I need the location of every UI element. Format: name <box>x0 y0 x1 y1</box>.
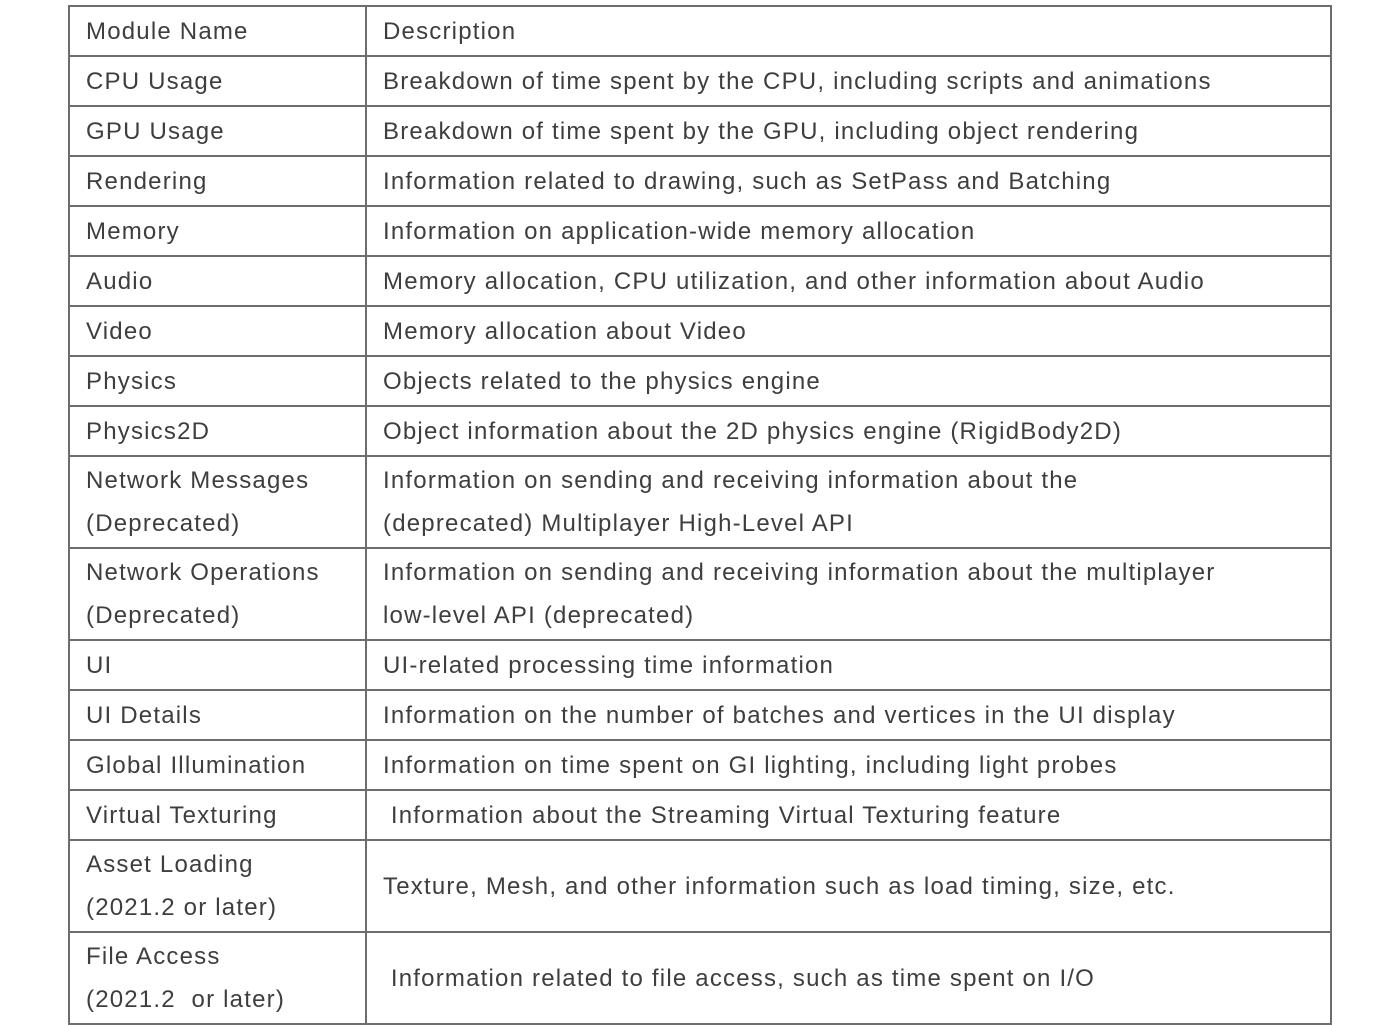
table-header: Module Name Description <box>68 5 1332 57</box>
module-name-cell: Network Operations (Deprecated) <box>68 547 367 641</box>
module-name-cell: Asset Loading (2021.2 or later) <box>68 839 367 933</box>
module-name-cell: CPU Usage <box>68 55 367 107</box>
table-header-row: Module Name Description <box>68 5 1332 57</box>
module-name-cell: Network Messages (Deprecated) <box>68 455 367 549</box>
table-row: Physics Objects related to the physics e… <box>68 355 1332 407</box>
module-name-cell: Memory <box>68 205 367 257</box>
module-name-cell: Physics <box>68 355 367 407</box>
table-row: UI UI-related processing time informatio… <box>68 639 1332 691</box>
table-body: CPU Usage Breakdown of time spent by the… <box>68 55 1332 1025</box>
description-cell: Information on the number of batches and… <box>365 689 1332 741</box>
description-cell: Objects related to the physics engine <box>365 355 1332 407</box>
module-name-column-header: Module Name <box>68 5 367 57</box>
description-cell: Information on sending and receiving inf… <box>365 547 1332 641</box>
module-name-cell: File Access (2021.2 or later) <box>68 931 367 1025</box>
table-row: Video Memory allocation about Video <box>68 305 1332 357</box>
description-cell: Information related to file access, such… <box>365 931 1332 1025</box>
module-name-cell: GPU Usage <box>68 105 367 157</box>
table-row: Asset Loading (2021.2 or later) Texture,… <box>68 839 1332 933</box>
module-name-cell: Virtual Texturing <box>68 789 367 841</box>
module-name-cell: UI Details <box>68 689 367 741</box>
table-row: CPU Usage Breakdown of time spent by the… <box>68 55 1332 107</box>
profiler-modules-table: Module Name Description CPU Usage Breakd… <box>68 5 1332 1025</box>
module-name-cell: Video <box>68 305 367 357</box>
table-row: Global Illumination Information on time … <box>68 739 1332 791</box>
description-cell: Object information about the 2D physics … <box>365 405 1332 457</box>
module-name-cell: Global Illumination <box>68 739 367 791</box>
table-row: Physics2D Object information about the 2… <box>68 405 1332 457</box>
description-cell: Information on time spent on GI lighting… <box>365 739 1332 791</box>
description-cell: Breakdown of time spent by the CPU, incl… <box>365 55 1332 107</box>
module-name-cell: Rendering <box>68 155 367 207</box>
table-row: Network Operations (Deprecated) Informat… <box>68 547 1332 641</box>
description-cell: Information related to drawing, such as … <box>365 155 1332 207</box>
description-cell: Information on application-wide memory a… <box>365 205 1332 257</box>
table-row: File Access (2021.2 or later) Informatio… <box>68 931 1332 1025</box>
description-cell: Information about the Streaming Virtual … <box>365 789 1332 841</box>
description-cell: Memory allocation, CPU utilization, and … <box>365 255 1332 307</box>
table-row: Rendering Information related to drawing… <box>68 155 1332 207</box>
module-name-cell: Audio <box>68 255 367 307</box>
table-row: Network Messages (Deprecated) Informatio… <box>68 455 1332 549</box>
description-cell: Breakdown of time spent by the GPU, incl… <box>365 105 1332 157</box>
description-cell: Information on sending and receiving inf… <box>365 455 1332 549</box>
table-row: Audio Memory allocation, CPU utilization… <box>68 255 1332 307</box>
description-cell: Memory allocation about Video <box>365 305 1332 357</box>
module-name-cell: UI <box>68 639 367 691</box>
table-row: Virtual Texturing Information about the … <box>68 789 1332 841</box>
module-name-cell: Physics2D <box>68 405 367 457</box>
description-column-header: Description <box>365 5 1332 57</box>
description-cell: UI-related processing time information <box>365 639 1332 691</box>
table-row: UI Details Information on the number of … <box>68 689 1332 741</box>
description-cell: Texture, Mesh, and other information suc… <box>365 839 1332 933</box>
table-row: GPU Usage Breakdown of time spent by the… <box>68 105 1332 157</box>
table-row: Memory Information on application-wide m… <box>68 205 1332 257</box>
